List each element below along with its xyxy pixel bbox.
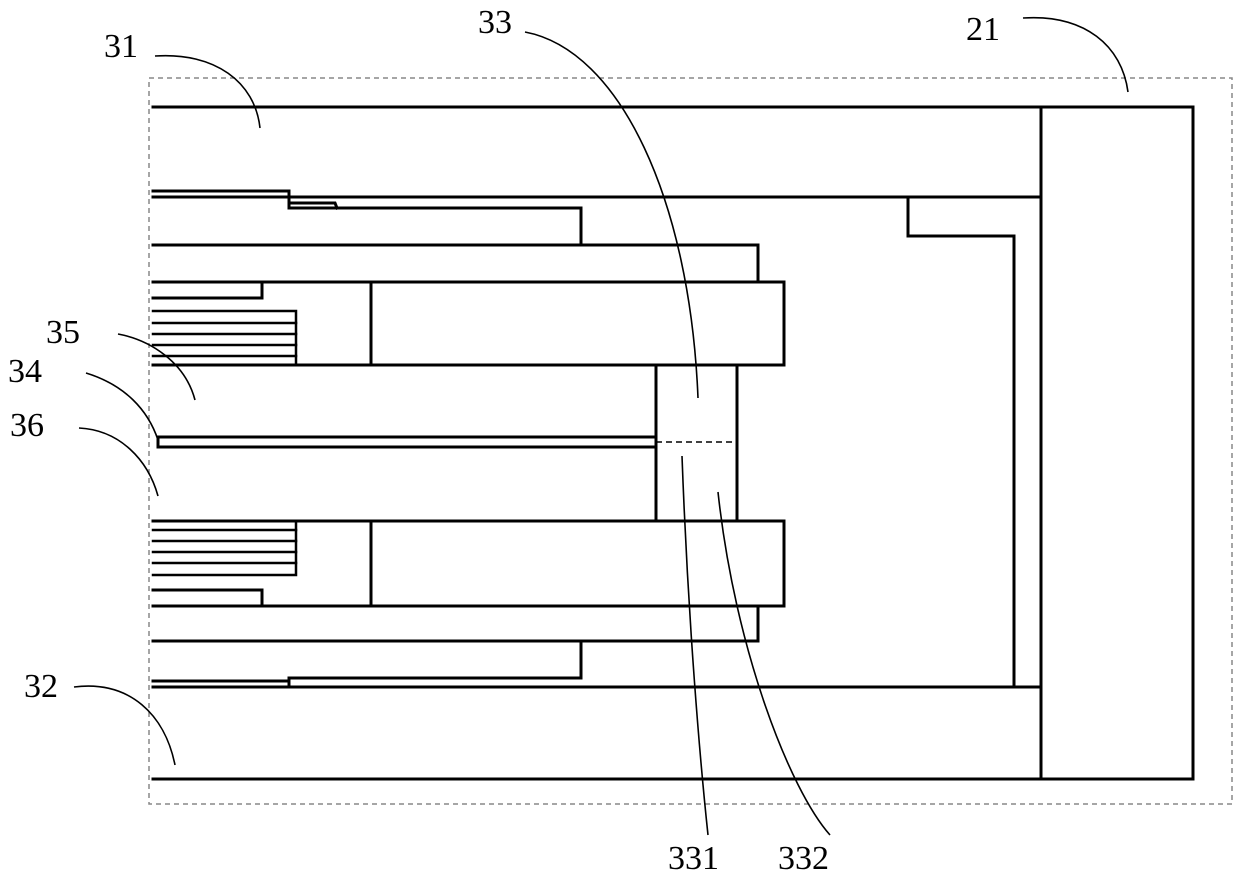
ref-label-34: 34 xyxy=(8,353,42,390)
lower-step xyxy=(153,590,262,606)
leader-36 xyxy=(79,428,158,496)
ref-label-331: 331 xyxy=(668,840,719,877)
leader-32 xyxy=(74,686,175,765)
ref-label-36: 36 xyxy=(10,407,44,444)
ref-label-21: 21 xyxy=(966,11,1000,48)
leader-332 xyxy=(718,492,830,835)
ref-label-32: 32 xyxy=(24,668,58,705)
upper-comb xyxy=(153,311,296,365)
lower-comb xyxy=(153,521,296,575)
ref-label-332: 332 xyxy=(778,840,829,877)
upper-step xyxy=(153,282,262,298)
leader-33 xyxy=(525,32,698,398)
upper-layer-2 xyxy=(153,245,758,282)
leader-21 xyxy=(1023,18,1128,92)
inner-housing xyxy=(908,197,1014,687)
center-block-33 xyxy=(656,365,737,521)
ref-label-33: 33 xyxy=(478,4,512,41)
leader-31 xyxy=(155,56,260,128)
lower-layer-2 xyxy=(153,606,758,641)
dashed-boundary-21 xyxy=(149,78,1232,804)
ref-label-35: 35 xyxy=(46,314,80,351)
upper-layer-1 xyxy=(153,191,581,245)
ref-label-31: 31 xyxy=(104,28,138,65)
